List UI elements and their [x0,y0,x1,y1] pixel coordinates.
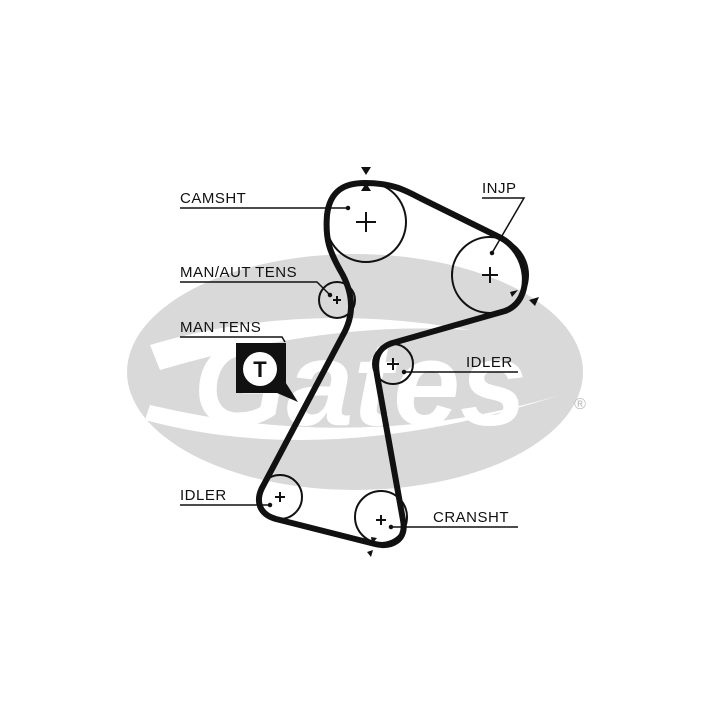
logo-swoosh-2 [145,395,560,440]
timing-belt [256,180,528,548]
label-man-aut-tensioner: MAN/AUT TENS [180,264,297,281]
label-crankshaft: CRANSHT [433,509,509,526]
registered-mark: ® [574,396,586,413]
leader-lines [180,197,526,530]
label-injection-pump: INJP [482,180,517,197]
label-idler-right: IDLER [466,354,513,371]
timing-mark-icons [361,167,539,557]
gates-logo-watermark: Gates ® [127,254,586,490]
label-man-tensioner: MAN TENS [180,319,261,336]
logo-swoosh [150,318,470,370]
pulley-center-icons [275,212,498,525]
label-idler-left: IDLER [180,487,227,504]
tension-symbol-icon: T [236,343,298,402]
tension-symbol-letter: T [253,357,267,382]
label-camshaft: CAMSHT [180,190,246,207]
tensioner-pulley [318,281,356,319]
